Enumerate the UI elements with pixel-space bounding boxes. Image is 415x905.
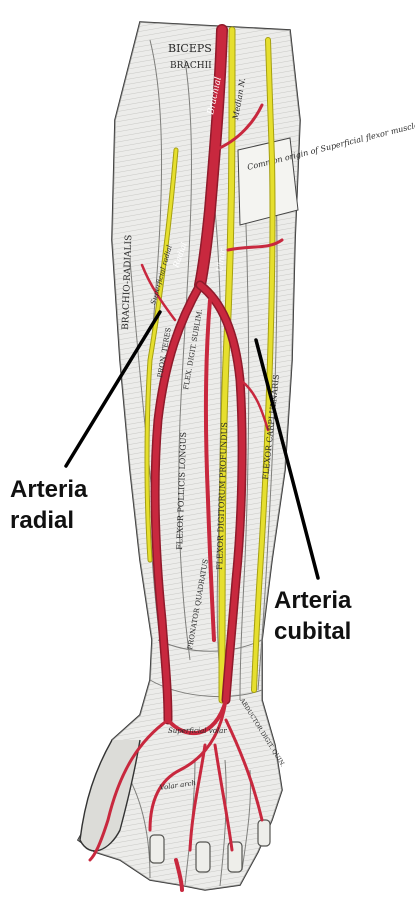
- arteries: [88, 24, 284, 892]
- nerves: [144, 26, 276, 704]
- volar-arch: [166, 698, 228, 736]
- label-arteria-radial: Arteria radial: [10, 474, 87, 536]
- label-radial-line1: Arteria: [10, 476, 88, 503]
- ulnar-artery: [197, 282, 246, 703]
- svg-text:BICEPS: BICEPS: [168, 42, 212, 55]
- svg-text:BRACHII: BRACHII: [170, 61, 212, 71]
- svg-text:FLEXOR POLLICIS LONGUS: FLEXOR POLLICIS LONGUS: [175, 432, 188, 550]
- svg-text:BRACHIO-RADIALIS: BRACHIO-RADIALIS: [121, 235, 134, 330]
- svg-text:Ulnar: Ulnar: [215, 247, 227, 272]
- forearm-outline: [76, 21, 301, 891]
- cubital-pointer-line: [254, 338, 320, 580]
- label-arteria-cubital: Arteria cubital: [274, 585, 351, 647]
- ulnar-nerve: [252, 38, 275, 692]
- median-nerve: [219, 27, 235, 703]
- radial-artery: [152, 282, 203, 723]
- tendon-stubs: [149, 819, 271, 873]
- label-cubital-line1: Arteria: [274, 587, 352, 614]
- superficial-radial-nerve: [145, 148, 178, 562]
- brachial-artery: [195, 25, 227, 290]
- label-cubital-line2: cubital: [274, 618, 352, 645]
- radial-pointer-line: [64, 310, 162, 468]
- pointer-lines: [64, 310, 320, 580]
- svg-text:Superficial volar: Superficial volar: [168, 727, 227, 735]
- label-radial-line2: radial: [10, 507, 75, 534]
- interosseous-artery: [203, 298, 216, 642]
